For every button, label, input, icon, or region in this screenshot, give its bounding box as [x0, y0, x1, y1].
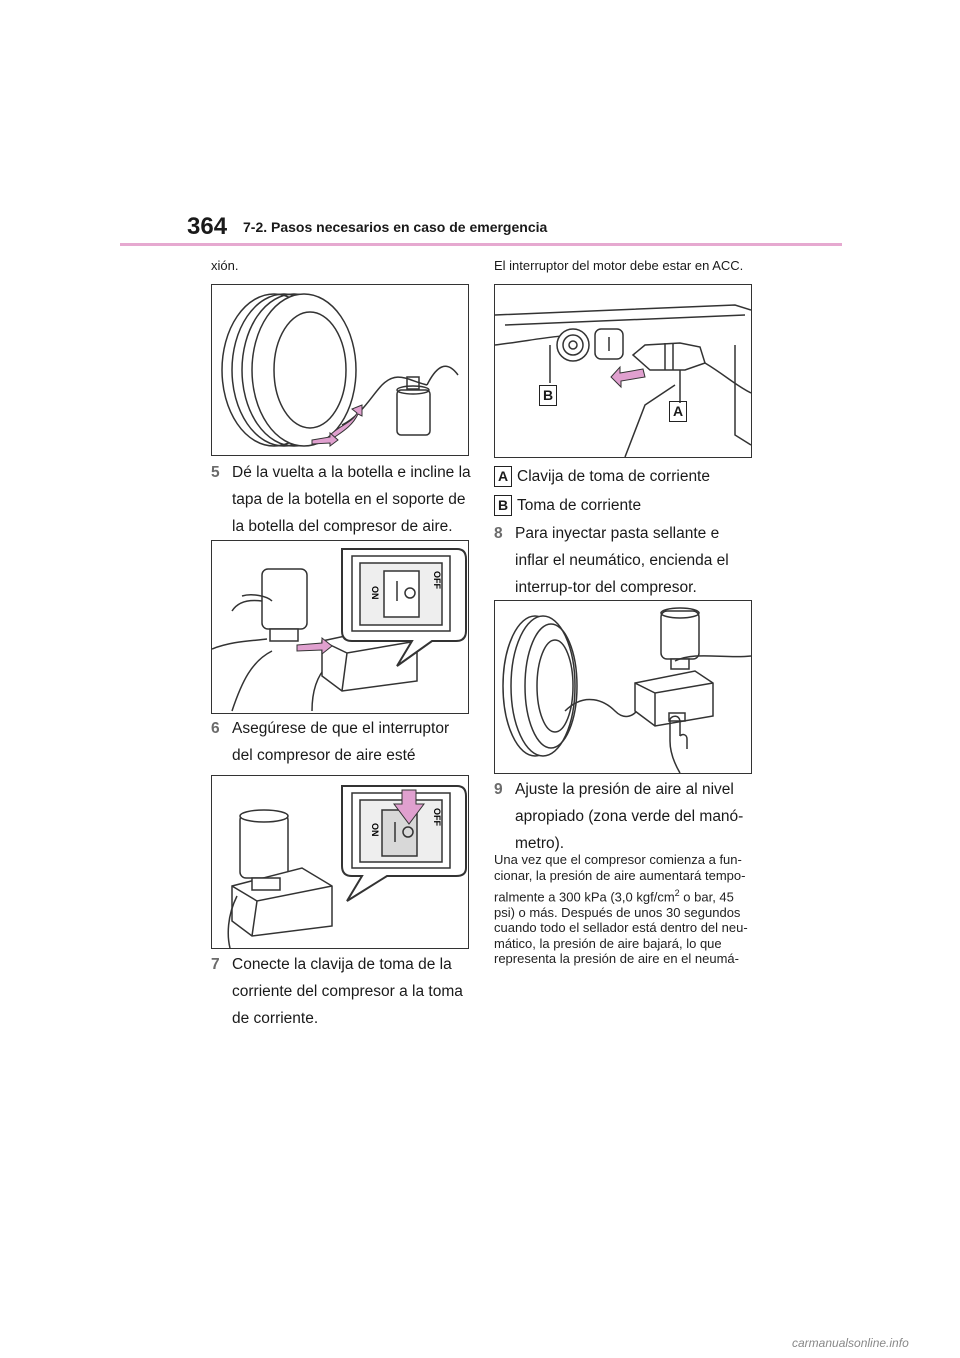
step-8-text: Para inyectar pasta sellante e inflar el… — [515, 525, 729, 596]
step-7-text: Conecte la clavija de toma de la corrien… — [232, 956, 463, 1027]
legend-b: B Toma de corriente — [494, 495, 756, 517]
step-8: 8 Para inyectar pasta sellante e inflar … — [494, 520, 756, 602]
legend-a-tag: A — [494, 466, 512, 487]
figure-switch-off: ON OFF — [211, 775, 469, 949]
pressure-note-line-2: cionar, la presión de aire aumentará tem… — [494, 867, 746, 883]
right-top-text: El interruptor del motor debe estar en A… — [494, 258, 744, 273]
legend-a: A Clavija de toma de corriente — [494, 466, 756, 488]
legend-a-text: Clavija de toma de corriente — [517, 468, 710, 485]
step-9-text: Ajuste la presión de aire al nivel aprop… — [515, 781, 744, 852]
section-title: 7-2. Pasos necesarios en caso de emergen… — [243, 219, 548, 235]
footer-watermark: carmanualsonline.info — [792, 1336, 909, 1350]
header-rule — [120, 243, 842, 246]
pressure-note-line-7: representa la presión de aire en el neum… — [494, 951, 739, 967]
figure-compressor-on — [494, 600, 752, 774]
switch-off-off-label: OFF — [432, 808, 442, 826]
switch-on-label: ON — [370, 586, 380, 600]
switch-off-label: OFF — [432, 571, 442, 589]
page-number: 364 — [187, 213, 228, 240]
step-5-text: Dé la vuelta a la botella e incline la t… — [232, 464, 471, 535]
figure-power-outlet: B A — [494, 284, 752, 458]
legend-b-text: Toma de corriente — [517, 497, 642, 514]
step-8-number: 8 — [494, 525, 503, 542]
pressure-note-line-5: cuando todo el sellador está dentro del … — [494, 920, 748, 936]
step-6: 6 Asegúrese de que el interruptor del co… — [211, 715, 473, 791]
label-b-in-figure: B — [539, 385, 557, 406]
pressure-note-line-1: Una vez que el compresor comienza a fun- — [494, 852, 742, 867]
step-7: 7 Conecte la clavija de toma de la corri… — [211, 951, 473, 1035]
switch-off-on-label: ON — [370, 823, 380, 837]
label-a-in-figure: A — [669, 401, 687, 422]
legend-b-tag: B — [494, 495, 512, 516]
step-5: 5 Dé la vuelta a la botella e incline la… — [211, 459, 473, 541]
pressure-note-line-4: psi) o más. Después de unos 30 segundos — [494, 904, 741, 920]
step-7-number: 7 — [211, 956, 220, 973]
step-5-number: 5 — [211, 464, 220, 481]
left-top-text: xión. — [211, 258, 239, 273]
figure-compressor-switch: ON OFF — [211, 540, 469, 714]
step-9-number: 9 — [494, 781, 503, 798]
figure-tire-bottle — [211, 284, 469, 456]
pressure-note: Una vez que el compresor comienza a fun-… — [494, 852, 756, 967]
step-6-number: 6 — [211, 720, 220, 737]
step-9: 9 Ajuste la presión de aire al nivel apr… — [494, 776, 756, 858]
pressure-note-line-3: ralmente a 300 kPa (3,0 kgf/cm2 o bar, 4… — [494, 888, 734, 905]
pressure-note-line-6: mático, la presión de aire bajará, lo qu… — [494, 935, 722, 951]
